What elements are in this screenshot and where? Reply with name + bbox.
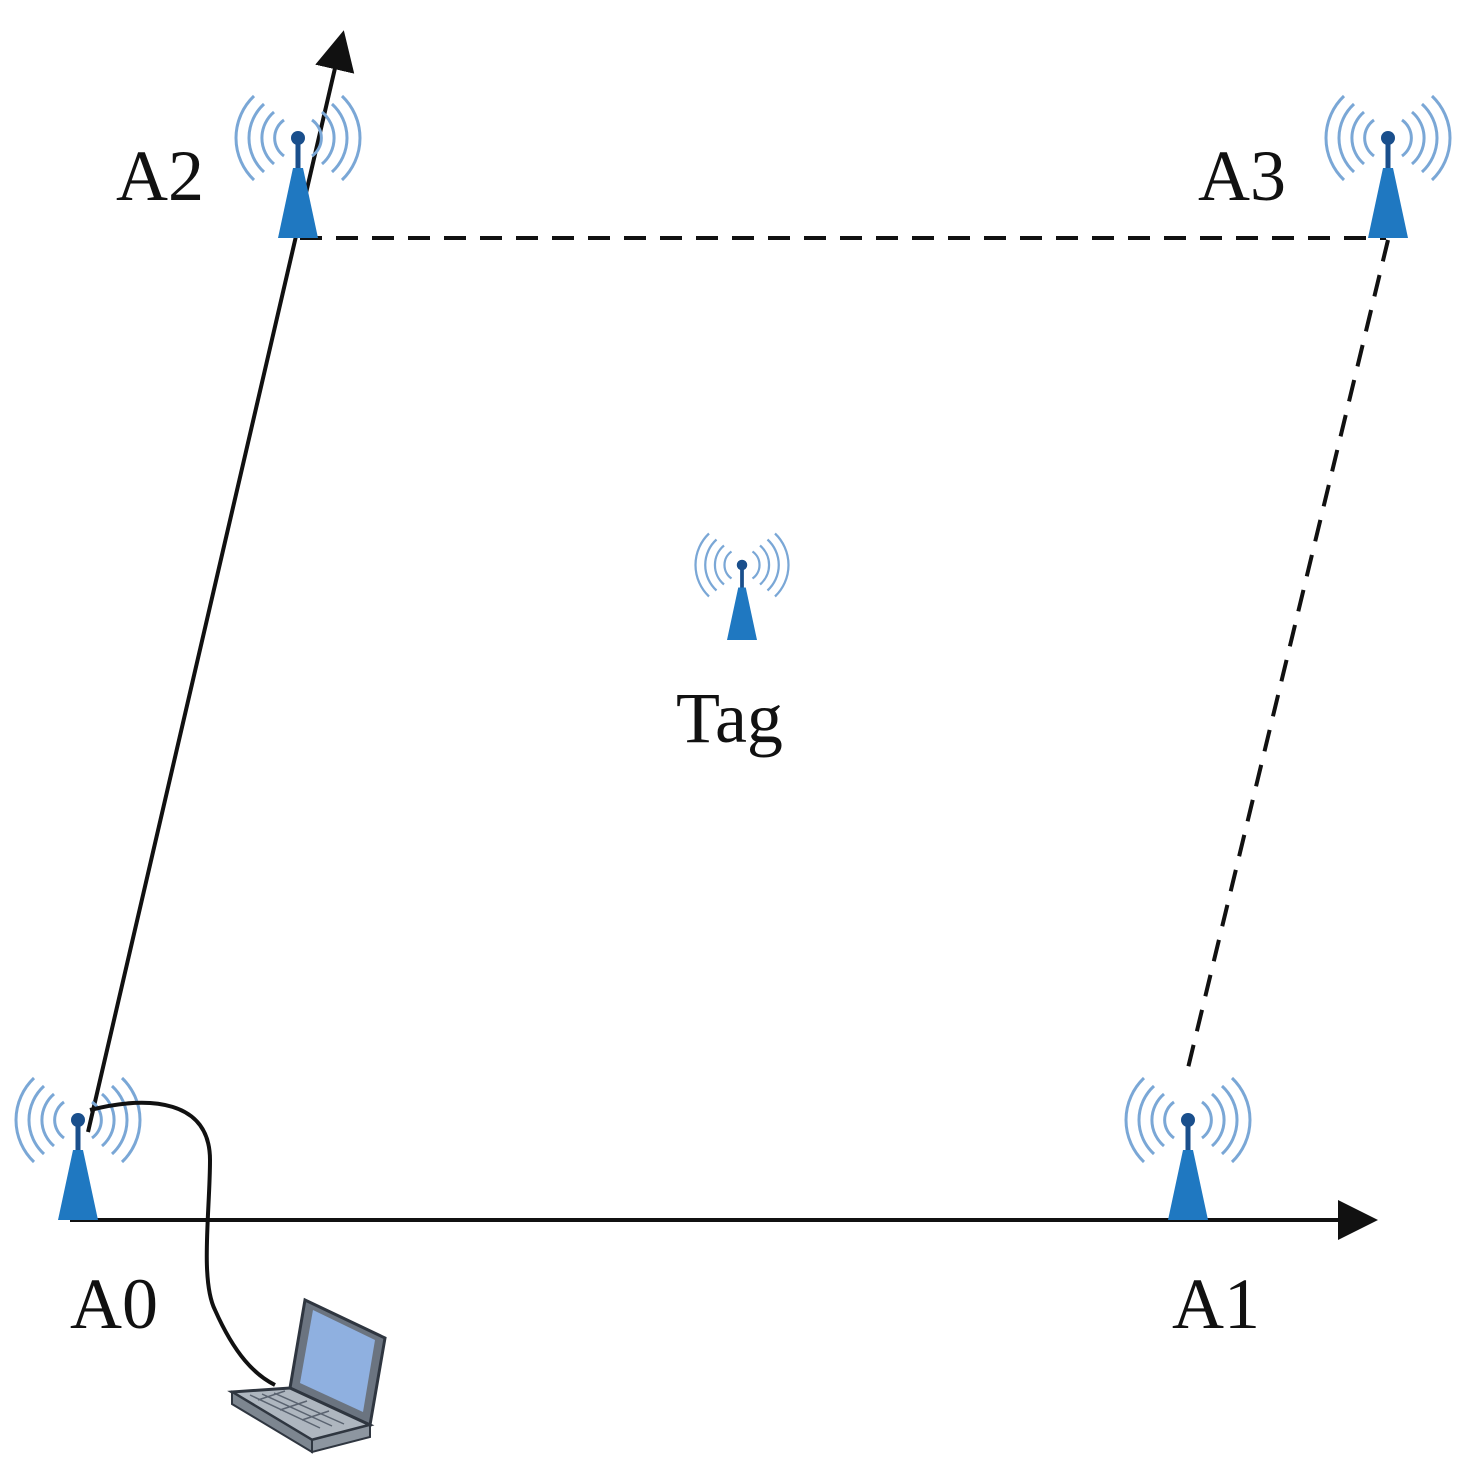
laptop-icon	[227, 1297, 387, 1454]
anchor-a0-label: A0	[70, 1264, 158, 1344]
anchor-a0-antenna-icon	[16, 1078, 140, 1220]
tag-label: Tag	[676, 678, 783, 758]
anchor-a3-label: A3	[1198, 136, 1286, 216]
anchor-a1-label: A1	[1172, 1264, 1260, 1344]
dashed-line-a3-a1	[1186, 239, 1390, 1069]
anchor-a3-antenna-icon	[1326, 96, 1450, 238]
anchor-a2-antenna-icon	[236, 96, 360, 238]
tag-antenna-icon	[693, 531, 791, 642]
cable	[89, 1100, 276, 1387]
anchor-a2-label: A2	[116, 136, 204, 216]
anchor-a1-antenna-icon	[1126, 1078, 1250, 1220]
